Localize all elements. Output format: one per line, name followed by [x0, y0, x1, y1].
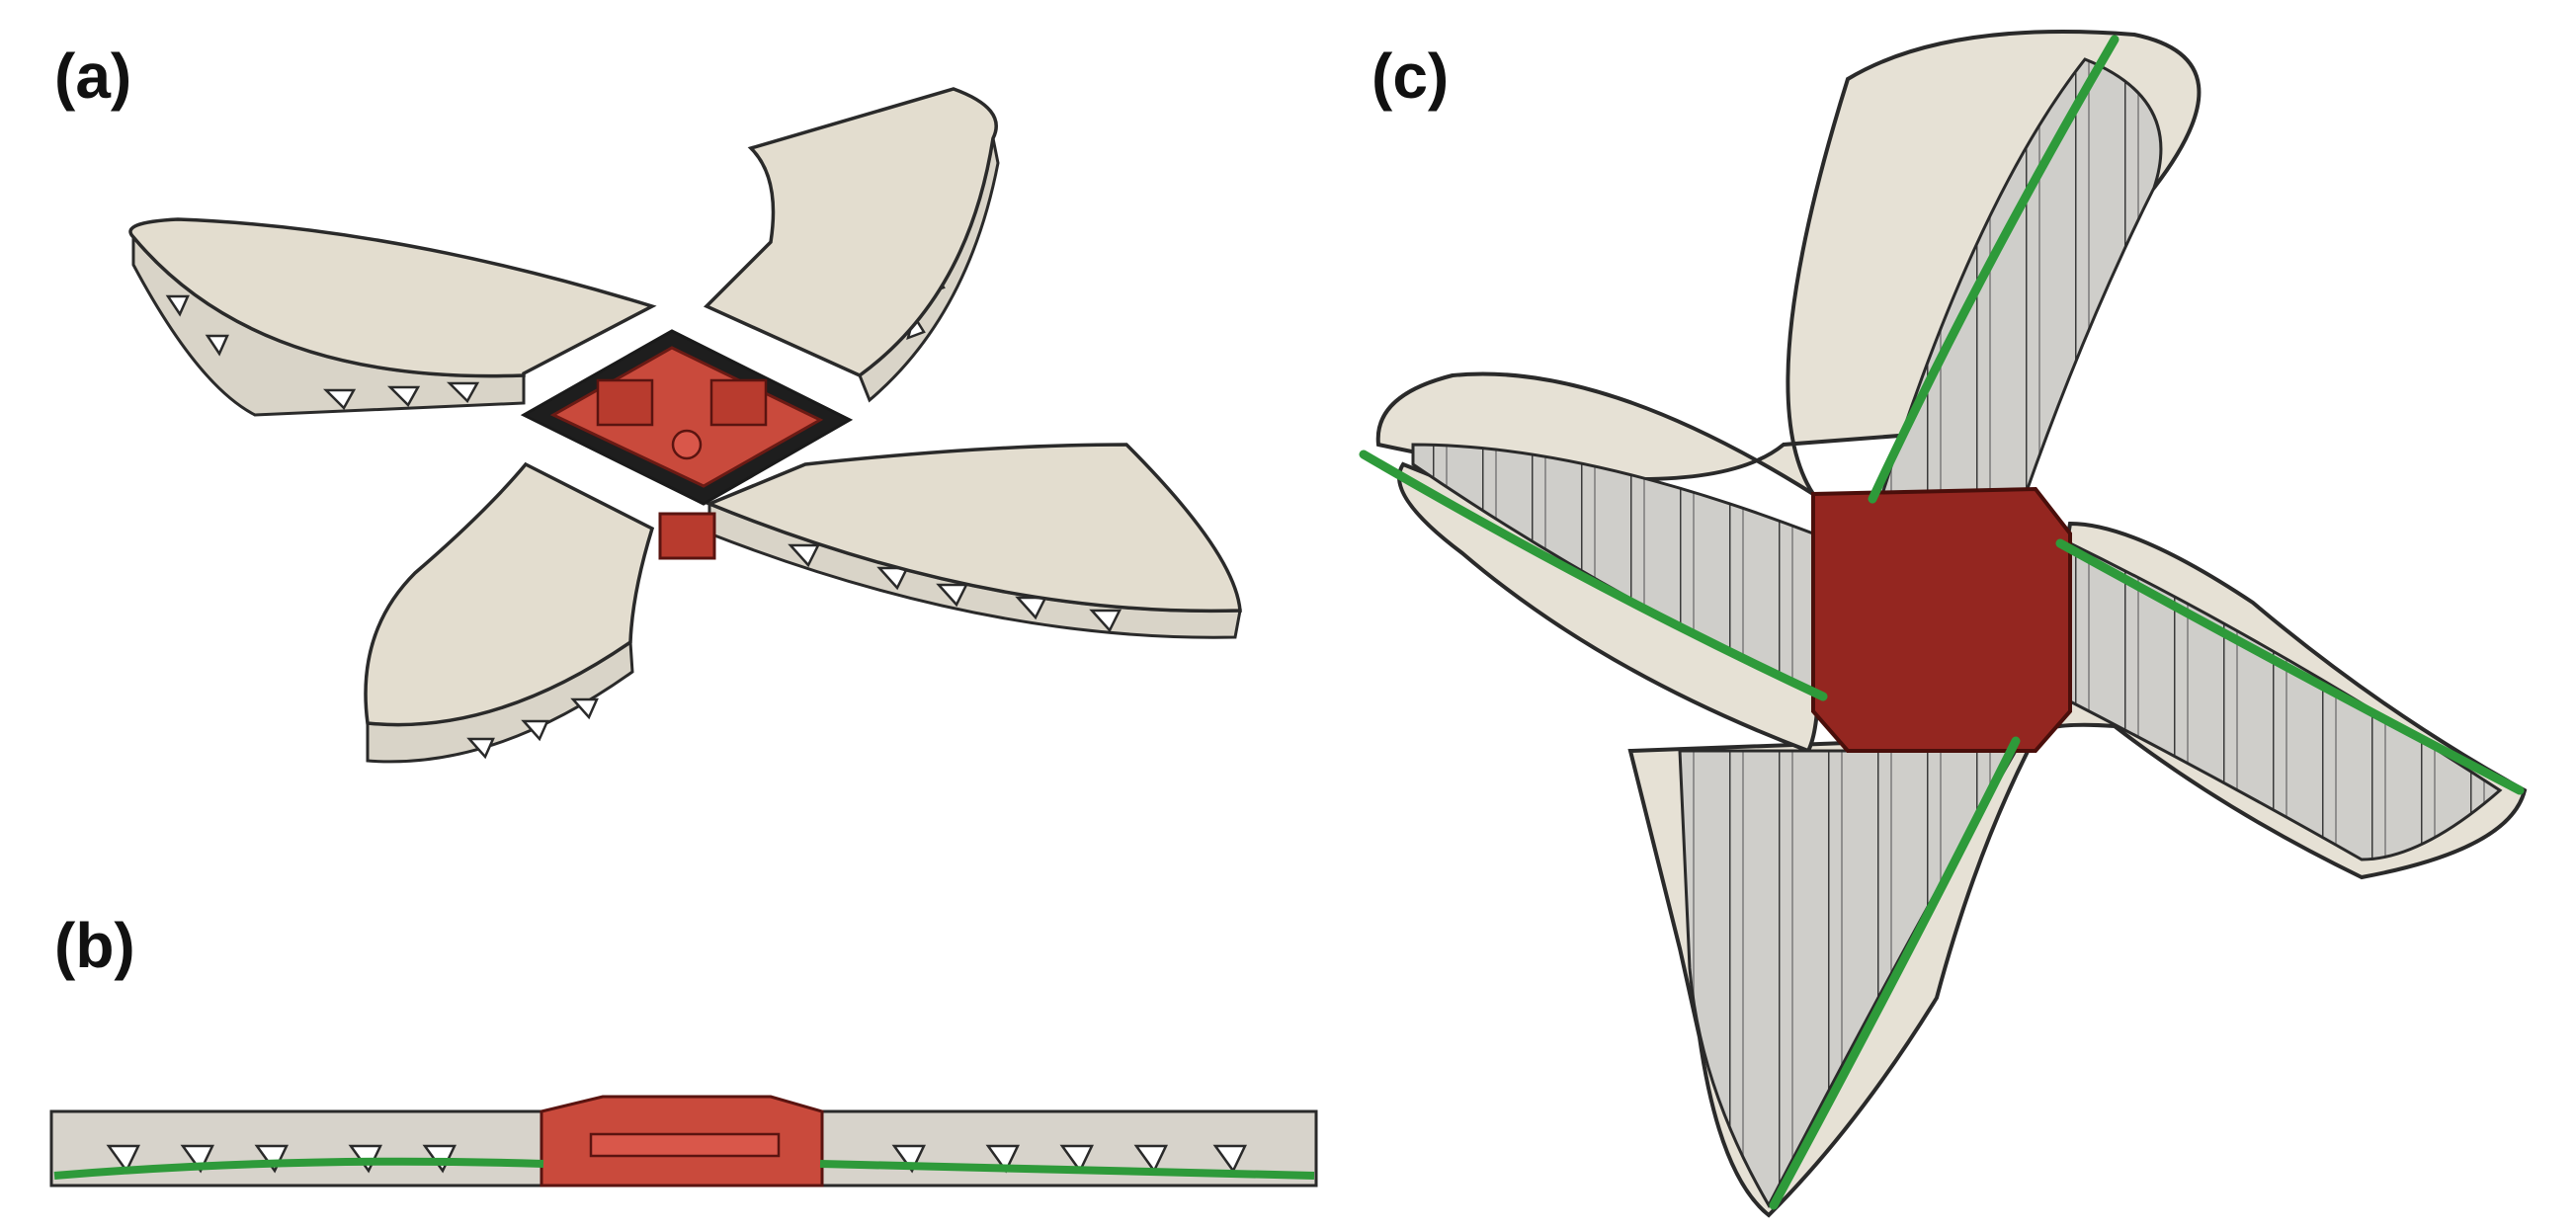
panel-b-tendon-right — [819, 1160, 1315, 1180]
panel-b-tendon-left — [53, 1157, 544, 1180]
panel-a-isometric-view — [128, 87, 1242, 764]
arm-front-top — [705, 443, 1242, 614]
panel-c-tendon-right — [2055, 538, 2525, 795]
panel-c-tendon-bottom — [1769, 736, 2021, 1210]
panel-a-central-hub — [520, 329, 854, 560]
panel-c-tendons — [1359, 35, 2525, 1210]
arm-lower-left-top — [364, 461, 655, 727]
panel-c-top-view — [1359, 30, 2528, 1218]
arm-right-top — [703, 87, 998, 378]
panel-label-c: (c) — [1371, 41, 1450, 112]
panel-c-core — [1811, 486, 2072, 753]
panel-a-arm-tops — [128, 87, 1242, 727]
panel-c-tendon-top — [1868, 35, 2119, 504]
arm-left-top — [128, 217, 657, 378]
panel-label-b: (b) — [54, 910, 135, 981]
panel-c-tendon-left — [1359, 450, 1828, 701]
panel-label-a: (a) — [54, 41, 132, 112]
panel-b-notches — [106, 1144, 1247, 1174]
panel-b-side-view — [49, 1095, 1318, 1188]
